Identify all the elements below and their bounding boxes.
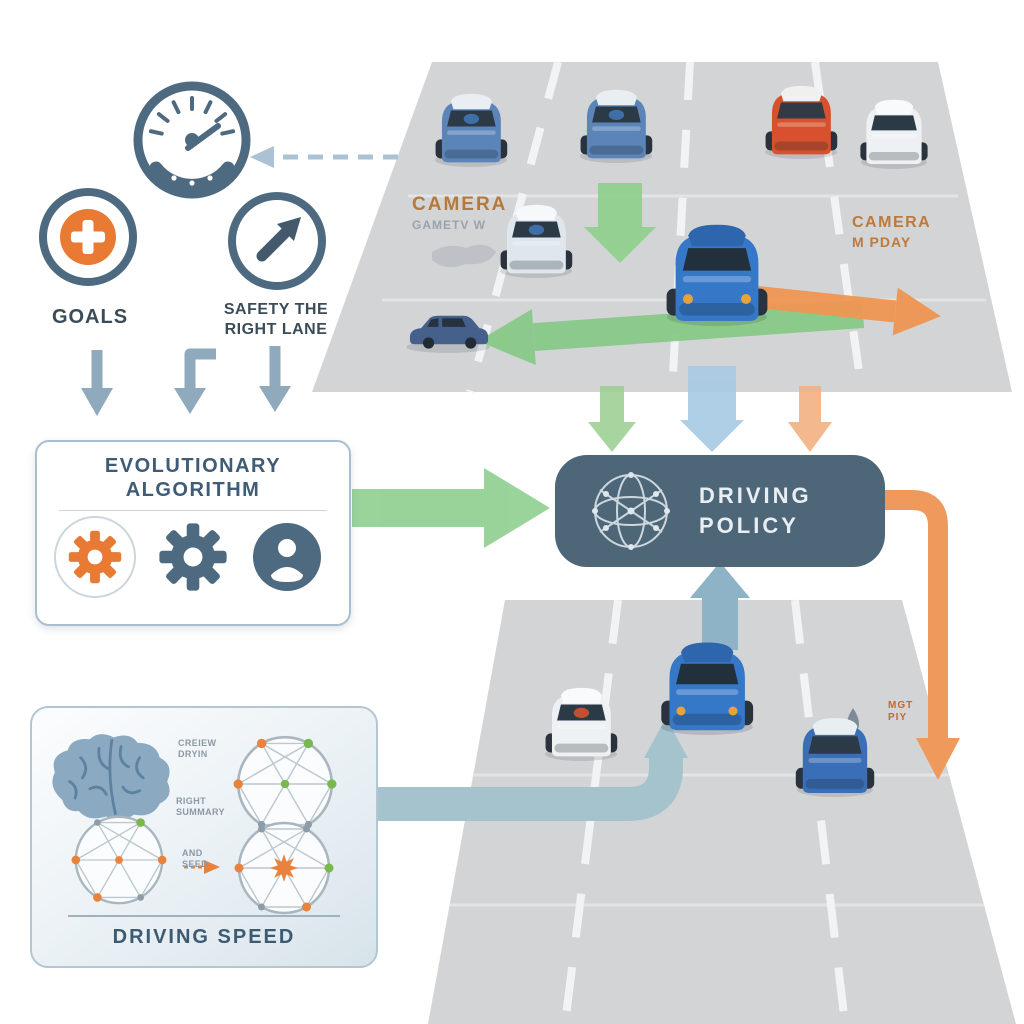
perception-arrow-green xyxy=(588,386,636,452)
speed-note-3-line2: SEED xyxy=(182,859,209,869)
safety-label-line2: RIGHT LANE xyxy=(224,321,328,338)
side-note-line1: MGT xyxy=(888,700,914,711)
speed-title: DRIVING SPEED xyxy=(112,926,296,948)
smudge-gray xyxy=(432,244,496,268)
lane-arrow-icon xyxy=(228,192,326,290)
camera-label-left: CAMERA GAMETV W xyxy=(412,194,507,232)
speed-note-1-line1: CREIEW xyxy=(178,738,217,748)
policy-title-line1: DRIVING xyxy=(699,483,812,508)
gauge-to-ea-arrow xyxy=(174,348,216,414)
safety-to-ea-arrow xyxy=(259,346,291,412)
speed-note-3: AND SEED xyxy=(182,848,208,870)
speed-note-1-line2: DRYIN xyxy=(178,749,208,759)
speed-box-graphics xyxy=(52,734,337,915)
goals-icon xyxy=(39,188,137,286)
perception-arrow-orange xyxy=(788,386,832,452)
side-note-line2: PIY xyxy=(888,712,908,723)
camera-right-line1: CAMERA xyxy=(852,214,932,231)
ea-icons xyxy=(54,516,321,598)
ea-to-policy-arrow xyxy=(352,468,550,548)
speed-note-3-line1: AND xyxy=(182,848,203,858)
mutation-arrow xyxy=(184,860,220,874)
brain-icon xyxy=(52,734,170,820)
ea-title: EVOLUTIONARY ALGORITHM xyxy=(37,454,349,502)
speed-title-rule xyxy=(68,915,340,917)
gear-icon-dark xyxy=(159,523,227,591)
gear-icon-orange xyxy=(68,530,122,584)
ea-title-line1: EVOLUTIONARY xyxy=(104,455,282,477)
graph-icon-3 xyxy=(234,821,334,915)
goals-to-ea-arrow xyxy=(81,350,113,416)
traffic-cars-bottom xyxy=(545,642,875,797)
policy-feedback-arrow-orange xyxy=(880,490,960,780)
safety-label-line1: SAFETY THE xyxy=(223,301,329,318)
evolutionary-box: EVOLUTIONARY ALGORITHM xyxy=(35,440,351,626)
ea-title-line2: ALGORITHM xyxy=(125,479,261,501)
speed-note-1: CREIEW DRYIN xyxy=(178,738,216,760)
graph-icon-2 xyxy=(71,815,167,905)
speed-note-2: RIGHT SUMMARY xyxy=(176,796,225,818)
speed-output-arrow-teal xyxy=(372,718,688,821)
speed-note-2-line1: RIGHT xyxy=(176,796,206,806)
camera-label-right: CAMERA M PDAY xyxy=(852,214,931,250)
speed-note-2-line2: SUMMARY xyxy=(176,807,225,817)
speedometer-icon xyxy=(133,81,251,199)
camera-left-sub: GAMETV W xyxy=(412,218,486,232)
person-icon xyxy=(253,523,321,591)
policy-box: DRIVING POLICY xyxy=(555,455,885,567)
goals-label: GOALS xyxy=(51,306,129,328)
policy-input-arrow-blue xyxy=(690,562,750,650)
camera-right-line2: M PDAY xyxy=(852,234,912,250)
safety-label: SAFETY THE RIGHT LANE xyxy=(208,300,344,340)
network-icon xyxy=(592,472,670,550)
graph-icon-1 xyxy=(233,735,337,833)
traffic-cars-top xyxy=(406,85,928,353)
side-note: MGT PIY xyxy=(888,700,913,724)
policy-title-line2: POLICY xyxy=(699,513,799,538)
lane-change-arrow-green xyxy=(478,300,865,366)
perception-arrow-blue xyxy=(680,366,744,452)
acceleration-arrow-orange xyxy=(746,285,941,336)
speed-box: CREIEW DRYIN RIGHT SUMMARY AND SEED DRIV… xyxy=(30,706,378,968)
camera-left-title: CAMERA xyxy=(412,194,508,215)
slow-down-arrow-green xyxy=(584,183,656,263)
divider xyxy=(58,510,328,511)
policy-title: DRIVING POLICY xyxy=(699,481,812,541)
feedback-dashed-arrow xyxy=(250,146,398,168)
